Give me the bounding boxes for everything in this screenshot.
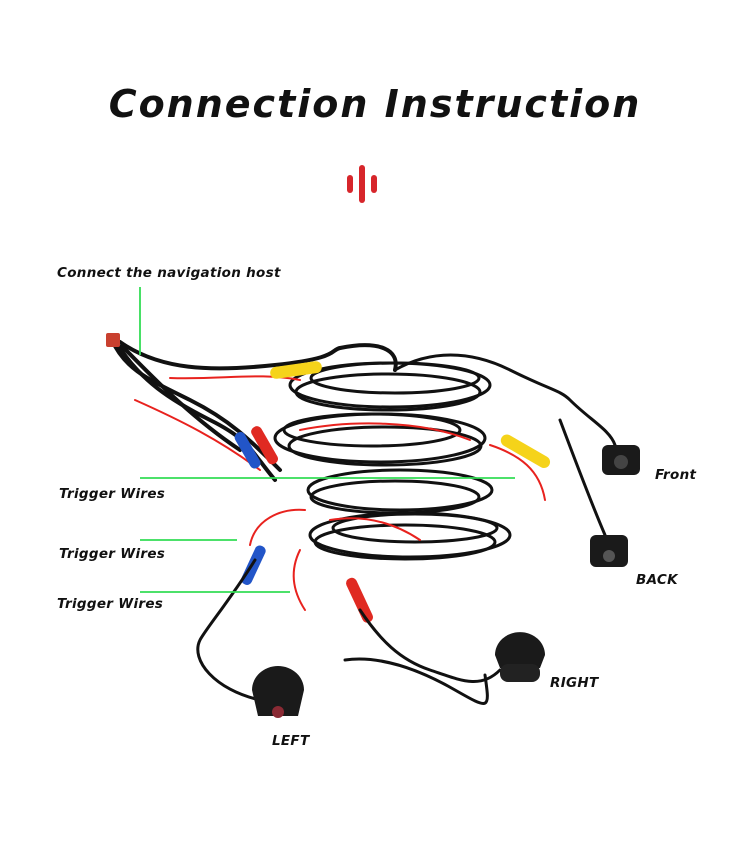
label-navigation-host: Connect the navigation host xyxy=(57,265,281,281)
host-plug-icon xyxy=(106,333,120,347)
left-camera-icon xyxy=(252,666,304,718)
label-front: Front xyxy=(655,467,697,483)
trigger-wires xyxy=(134,375,546,611)
label-left: LEFT xyxy=(272,733,310,749)
label-trigger-wires-1: Trigger Wires xyxy=(59,486,166,502)
cable-coils xyxy=(273,361,512,561)
divider-mark-icon xyxy=(340,163,390,203)
right-camera-icon xyxy=(495,632,545,682)
back-camera-icon xyxy=(590,535,628,567)
front-camera-icon xyxy=(602,445,640,475)
label-trigger-wires-3: Trigger Wires xyxy=(57,596,164,612)
label-right: RIGHT xyxy=(550,675,599,691)
page-title: Connection Instruction xyxy=(108,82,642,126)
label-trigger-wires-2: Trigger Wires xyxy=(59,546,166,562)
label-back: BACK xyxy=(636,572,678,588)
pointer-lines xyxy=(139,287,515,593)
